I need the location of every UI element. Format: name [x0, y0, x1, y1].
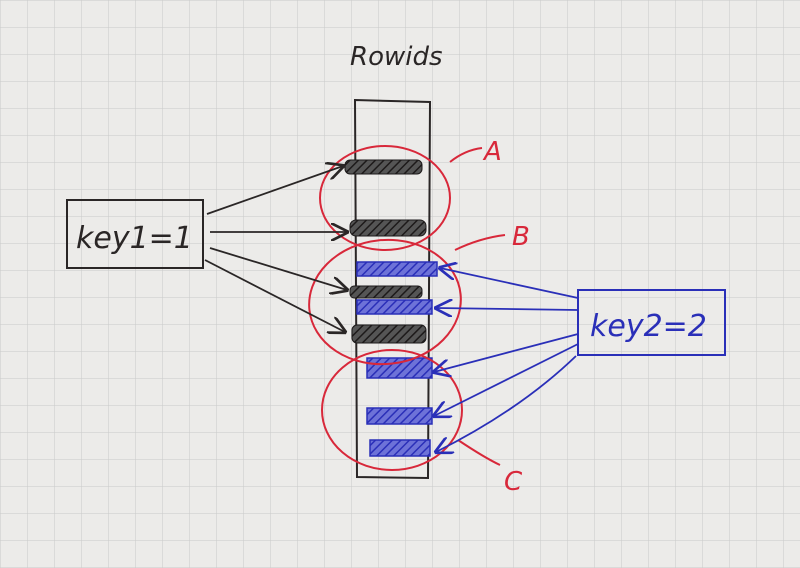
group-c-label: C	[504, 467, 523, 497]
group-c-outline	[321, 349, 463, 471]
key1-arrows	[204, 166, 347, 332]
key2-label: key2=2	[590, 309, 707, 344]
group-a-pointer	[449, 147, 483, 163]
rowid-bar-key2	[356, 299, 433, 315]
arrow-key2	[434, 333, 579, 372]
rowid-bar-key2	[369, 439, 431, 457]
arrow-key2	[434, 343, 579, 416]
key1-box	[66, 199, 204, 269]
groups	[308, 145, 506, 471]
rowid-bar-key2	[356, 261, 438, 277]
key1-label: key1=1	[76, 221, 193, 256]
group-b-label: B	[512, 222, 530, 252]
key1-rowids	[344, 159, 427, 344]
rowid-bar-key2	[366, 407, 433, 425]
group-a-label: A	[482, 137, 502, 167]
key2-box	[577, 289, 726, 356]
rowid-bar-key1	[349, 219, 427, 237]
key2-rowids	[356, 261, 438, 457]
arrow-key1	[209, 247, 347, 290]
key2-arrows	[434, 268, 579, 452]
arrow-key1	[206, 166, 343, 215]
rowids-title: Rowids	[350, 42, 443, 72]
rowid-bar-key1	[344, 159, 423, 175]
group-b-outline	[308, 238, 462, 366]
arrow-key2	[436, 355, 577, 452]
arrow-key1	[204, 259, 345, 332]
rowids-column	[353, 98, 432, 480]
arrow-key2	[436, 308, 579, 310]
group-b-pointer	[454, 234, 506, 251]
arrow-key2	[440, 268, 579, 299]
rowid-bar-key1	[349, 285, 423, 299]
rowid-bar-key1	[351, 324, 427, 344]
group-a-outline	[319, 145, 451, 251]
rowid-bar-key2	[366, 357, 433, 379]
group-c-pointer	[457, 439, 501, 466]
